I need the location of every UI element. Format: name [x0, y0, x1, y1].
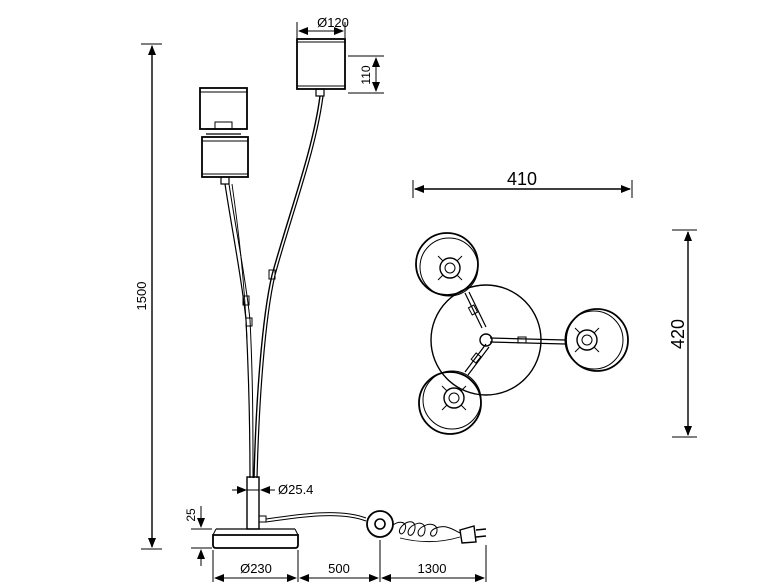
top-view-arms [464, 291, 566, 376]
shade-diameter-dimension: Ø120 [296, 15, 349, 38]
top-depth-dimension: 420 [668, 229, 697, 438]
lower-left-shade [201, 133, 249, 185]
base-height-dimension: 25 [184, 506, 212, 566]
top-view-shade-right [564, 308, 629, 372]
bottom-dimensions: Ø230 500 1300 [212, 540, 487, 582]
cord-to-switch-label: 500 [328, 561, 350, 576]
foot-switch [366, 510, 394, 538]
lamp-base [212, 528, 299, 549]
lamp-stem [246, 476, 267, 530]
top-view-base-disc [430, 284, 542, 396]
top-view: 410 420 [412, 169, 697, 438]
tube-diameter-dimension: Ø25.4 [232, 482, 313, 497]
power-cord [265, 512, 367, 523]
total-height-dimension: 1500 [134, 43, 162, 550]
top-width-dimension: 410 [412, 169, 633, 198]
base-height-label: 25 [184, 508, 198, 522]
tube-diameter-label: Ø25.4 [278, 482, 313, 497]
top-width-label: 410 [507, 169, 537, 189]
shade-diameter-label: Ø120 [317, 15, 349, 30]
shade-height-dimension: 110 [348, 55, 384, 94]
top-view-shade-left [415, 232, 479, 297]
top-view-shade-bottom [418, 370, 482, 435]
side-elevation-view: 1500 Ø120 110 [134, 15, 487, 582]
top-depth-label: 420 [668, 319, 688, 349]
upper-right-shade [296, 38, 346, 97]
coiled-cord [392, 521, 461, 543]
base-diameter-label: Ø230 [240, 561, 272, 576]
total-height-label: 1500 [134, 282, 149, 311]
switch-to-plug-label: 1300 [418, 561, 447, 576]
power-plug [459, 525, 487, 544]
lamp-arms [224, 95, 324, 479]
upper-left-shade [199, 87, 248, 130]
shade-height-label: 110 [359, 65, 373, 84]
